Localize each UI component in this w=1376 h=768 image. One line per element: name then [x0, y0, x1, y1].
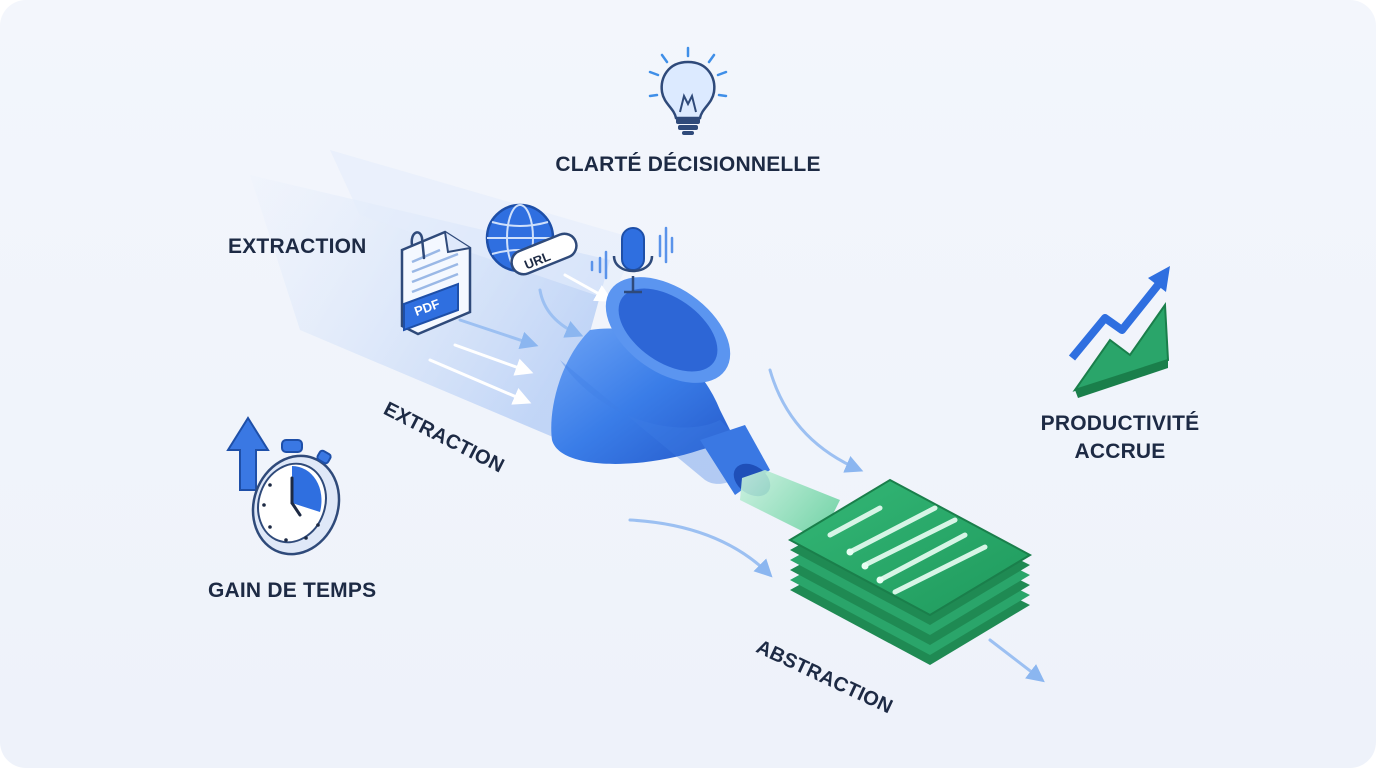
pdf-document-icon: [400, 230, 472, 336]
productivity-label-line2: ACCRUE: [1074, 440, 1166, 463]
stopwatch-icon: [226, 416, 341, 556]
growth-chart-icon: [1068, 266, 1170, 398]
lightbulb-icon: [648, 46, 728, 135]
summary-stack-icon: [787, 478, 1033, 665]
globe-url-icon: [485, 203, 578, 276]
output-stream: [740, 470, 840, 540]
productivity-label-line1: PRODUCTIVITÉ: [1040, 412, 1200, 435]
productivity-label: PRODUCTIVITÉ ACCRUE: [1020, 410, 1220, 466]
microphone-icon: [590, 226, 674, 294]
clarity-label: CLARTÉ DÉCISIONNELLE: [555, 153, 821, 176]
flow-arrows: [428, 273, 1045, 683]
time-gain-label: GAIN DE TEMPS: [208, 579, 377, 602]
extraction-label: EXTRACTION: [228, 235, 367, 258]
